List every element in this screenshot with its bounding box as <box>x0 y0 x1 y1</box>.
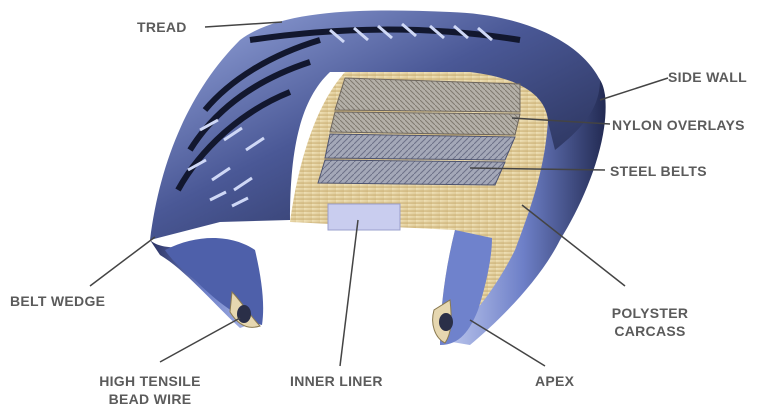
leader-bead-wire <box>160 318 240 362</box>
label-apex: APEX <box>535 372 574 390</box>
nylon-overlay-layer <box>335 78 520 112</box>
leader-side-wall <box>600 78 668 100</box>
leader-belt-wedge <box>90 237 155 286</box>
label-bead-wire-line: BEAD WIRE <box>80 390 220 408</box>
label-nylon-overlays: NYLON OVERLAYS <box>612 116 745 134</box>
steel-belt-layer <box>325 134 515 160</box>
label-side-wall: SIDE WALL <box>668 68 747 86</box>
nylon-overlay-layer-2 <box>330 112 520 135</box>
label-tread: TREAD <box>137 18 187 36</box>
label-carcass-line: CARCASS <box>595 322 705 340</box>
inner-liner-patch <box>328 204 400 230</box>
label-steel-belts: STEEL BELTS <box>610 162 707 180</box>
leader-apex <box>470 320 545 366</box>
label-polyster-carcass: POLYSTER CARCASS <box>595 304 705 340</box>
label-high-tensile-line: HIGH TENSILE <box>80 372 220 390</box>
label-belt-wedge: BELT WEDGE <box>10 292 105 310</box>
label-polyster-line: POLYSTER <box>595 304 705 322</box>
label-high-tensile-bead-wire: HIGH TENSILE BEAD WIRE <box>80 372 220 408</box>
steel-belt-layer-2 <box>318 160 505 185</box>
leader-inner-liner <box>340 220 358 366</box>
label-inner-liner: INNER LINER <box>290 372 383 390</box>
